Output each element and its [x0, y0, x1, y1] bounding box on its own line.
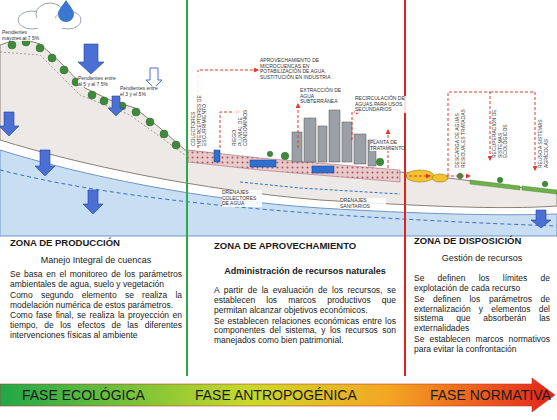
zone-text: Como segundo elemento se realiza la mode…: [10, 291, 182, 311]
zone-text: Se establecen relaciones económicas entr…: [214, 317, 396, 346]
illustration-label: PLANTA DE TRATAMIENTO: [370, 140, 404, 151]
illustration-label: COLECTORES INTERCEPTORES DE ESCURRIMIENT…: [191, 72, 208, 146]
illustration-label: DESCARGA DE AGUAS RESIDUALES TRATADAS: [455, 98, 466, 168]
zone-text: Se definen los límites de explotación de…: [414, 274, 550, 294]
zone-text: Se basa en el monitoreo de los parámetro…: [10, 270, 182, 290]
illustration-label: RECUPERACIÓN DE SISTEMAS ECOLÓGICOS: [492, 98, 509, 158]
illustration-label: RIEGO PLUVIAL DE CONDOMINIOS: [232, 110, 249, 146]
phase-label: FASE NORMATIVA: [430, 387, 551, 403]
zone-heading: ZONA DE PRODUCCIÓN: [10, 238, 182, 249]
phase-label: FASE ANTROPOGÉNICA: [195, 387, 357, 403]
illustration-label: APROVECHAMIENTO DE MICROCUENCAS EN POTAB…: [260, 58, 346, 80]
illustration-label: Pendientes mayores al 7 5%: [2, 30, 42, 41]
illustration-label: EXTRACCIÓN DE AGUA SUBTERRÁNEA: [300, 88, 348, 105]
zone-heading: ZONA DE DISPOSICIÓN: [414, 236, 550, 247]
zone-subtitle: Manejo Integral de cuencas: [10, 255, 182, 265]
phase-arrow: FASE ECOLÓGICA FASE ANTROPOGÉNICA FASE NOR…: [0, 378, 557, 412]
illustration-label: RECIRCULACIÓN DE AGUAS PARA USOS SECUNDA…: [355, 96, 409, 113]
illustration-label: REUSO A SISTEMAS AGRÍCOLAS: [538, 112, 549, 168]
zone-panel: ZONA DE APROVECHAMIENTO Administración de…: [214, 241, 396, 346]
zone-subtitle: Gestión de recursos: [414, 253, 550, 263]
zone-text: Se establecen marcos normativos para evi…: [414, 335, 550, 355]
zone-subtitle: Administración de recursos naturales: [214, 266, 396, 276]
illustration-label: DRENAJES COLECTORES DE AGUA: [222, 190, 262, 207]
zone-text: Como fase final, se realiza la proyecció…: [10, 311, 182, 340]
phase-label: FASE ECOLÓGICA: [22, 387, 145, 403]
illustration-label: Pendientes entre el 3 y el 5%: [120, 86, 160, 97]
illustration-label: DRENAJES SANITARIOS: [340, 198, 386, 209]
zone-heading: ZONA DE APROVECHAMIENTO: [214, 241, 396, 252]
illustration-label: Pendientes entre al 5 y al 7 5%: [78, 76, 120, 87]
zone-text: A partir de la evaluación de los recurso…: [214, 286, 396, 315]
zone-panel: ZONA DE PRODUCCIÓN Manejo Integral de cue…: [10, 238, 182, 341]
zone-panel: ZONA DE DISPOSICIÓN Gestión de recursosSe…: [414, 236, 550, 354]
zone-text: Se definen los parámetros de externaliza…: [414, 295, 550, 334]
